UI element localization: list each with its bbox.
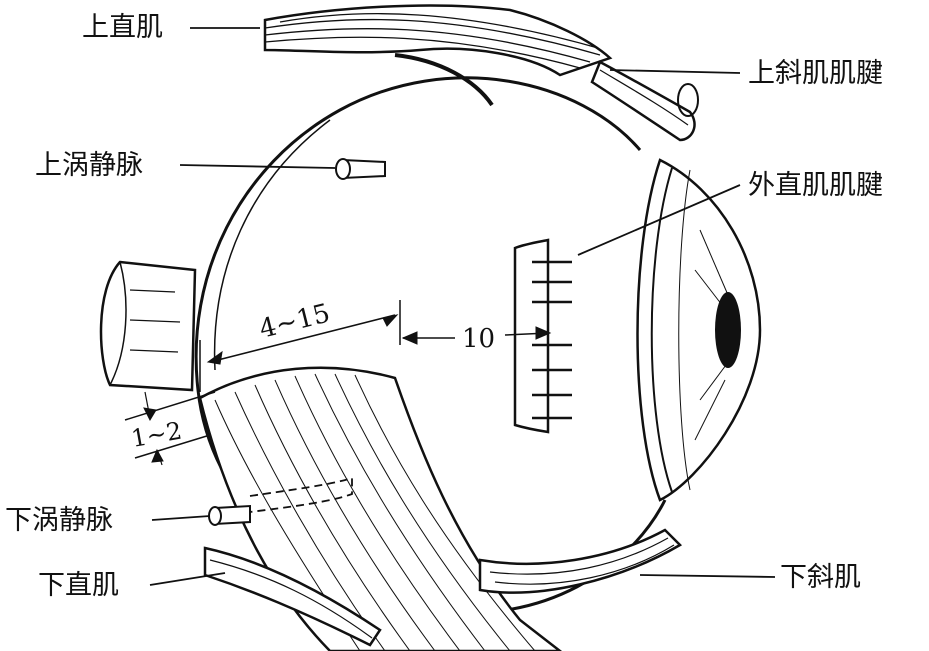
dimension-width (124, 391, 216, 466)
superior-vortex-vein (335, 158, 386, 180)
dimension-insertion-span (199, 300, 401, 392)
inferior-oblique-muscle (478, 528, 683, 594)
inferior-vortex-vein (208, 476, 353, 526)
superior-rectus-muscle (263, 4, 613, 107)
label-inferior-oblique: 下斜肌 (780, 562, 861, 593)
leader-lines (149, 27, 776, 586)
measure-insertion-span: 4~15 (256, 298, 333, 344)
measure-width: 1~2 (129, 417, 184, 453)
leader-inferior-oblique (639, 574, 776, 578)
label-superior-oblique-tendon: 上斜肌肌腱 (748, 58, 883, 89)
dimension-distance-to-limbus (401, 326, 552, 345)
inferior-muscle-band (198, 366, 563, 651)
leader-inferior-vortex-vein (151, 515, 211, 521)
leader-superior-vortex-vein (179, 164, 336, 169)
cornea (636, 158, 762, 502)
superior-oblique-tendon (590, 60, 699, 142)
inferior-rectus-muscle (203, 546, 382, 647)
optic-nerve (99, 260, 197, 392)
label-inferior-vortex-vein: 下涡静脉 (5, 505, 113, 536)
measure-distance-to-limbus: 10 (462, 324, 495, 354)
label-inferior-rectus: 下直肌 (38, 570, 119, 601)
leader-lateral-rectus-tendon (577, 184, 741, 256)
label-lateral-rectus-tendon: 外直肌肌腱 (748, 170, 883, 201)
label-superior-vortex-vein: 上涡静脉 (35, 150, 143, 181)
leader-inferior-rectus (149, 572, 226, 586)
leader-superior-oblique-tendon (609, 69, 741, 74)
eyeball-inner-arc (213, 119, 331, 371)
label-superior-rectus: 上直肌 (82, 12, 163, 43)
lateral-rectus-tendon-stump (513, 238, 572, 434)
pupil (715, 292, 741, 368)
